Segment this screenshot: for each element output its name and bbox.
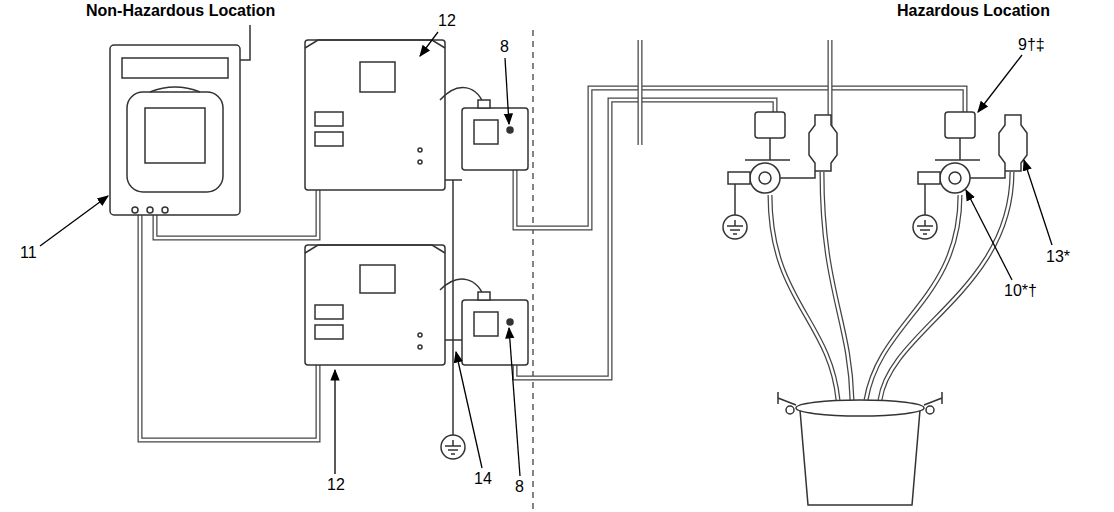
- ground-wiring: [441, 180, 465, 459]
- barrier-box: [440, 88, 528, 170]
- callout-number: 11: [18, 244, 39, 262]
- cables: [140, 40, 965, 440]
- region-heading: Hazardous Location: [895, 2, 1052, 20]
- leader-lines: [40, 32, 1052, 476]
- control-box: [305, 245, 445, 365]
- callout-number: 8: [513, 478, 526, 496]
- callout-number: 13*: [1044, 248, 1072, 266]
- callout-number: 10*†: [1002, 282, 1039, 300]
- fluid-hoses: [770, 172, 1012, 400]
- callout-number: 12: [436, 12, 458, 30]
- supply-pot: [778, 392, 942, 505]
- boundary-line: [532, 30, 533, 512]
- callout-number: 8: [498, 38, 511, 56]
- callout-number: 12: [325, 476, 347, 494]
- control-box: [305, 40, 445, 190]
- region-heading: Non-Hazardous Location: [84, 2, 277, 20]
- callout-number: 14: [472, 470, 494, 488]
- callout-number: 9†‡: [1016, 36, 1047, 54]
- controller-unit: [110, 25, 250, 215]
